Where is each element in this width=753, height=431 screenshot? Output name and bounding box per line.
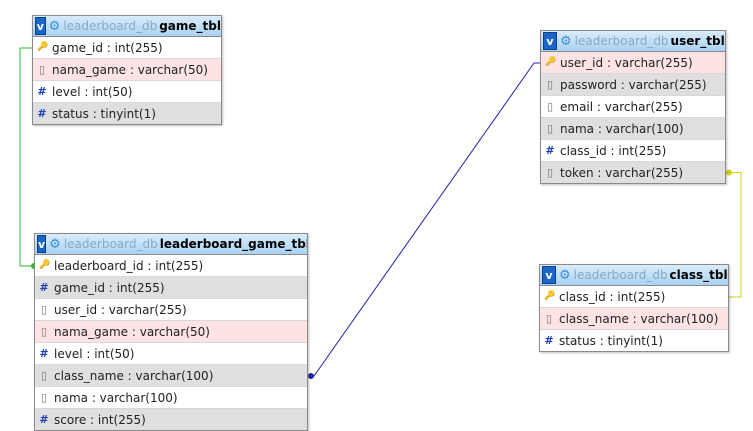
column-row[interactable]: ▯ class_name : varchar(100) bbox=[540, 308, 728, 330]
gear-icon[interactable]: ⚙ bbox=[49, 236, 61, 252]
column-row[interactable]: # class_id : int(255) bbox=[541, 140, 725, 162]
key-icon: 🔑 bbox=[39, 260, 51, 270]
column-label: nama : varchar(100) bbox=[560, 121, 684, 136]
gear-icon[interactable]: ⚙ bbox=[560, 33, 572, 49]
column-row[interactable]: ▯ nama : varchar(100) bbox=[35, 387, 307, 409]
column-label: class_name : varchar(100) bbox=[54, 368, 214, 383]
column-label: leaderboard_id : int(255) bbox=[54, 258, 204, 273]
column-label: token : varchar(255) bbox=[560, 165, 684, 180]
string-icon: ▯ bbox=[546, 166, 554, 179]
key-icon: 🔑 bbox=[37, 42, 49, 52]
hash-icon: # bbox=[544, 334, 554, 347]
column-row[interactable]: ▯ nama_game : varchar(50) bbox=[35, 321, 307, 343]
column-label: class_id : int(255) bbox=[559, 289, 666, 304]
collapse-toggle-icon[interactable]: v bbox=[35, 17, 46, 35]
table-name: user_tbl bbox=[670, 34, 725, 48]
relation-line bbox=[308, 62, 540, 377]
column-label: score : int(255) bbox=[54, 412, 146, 427]
column-label: level : int(50) bbox=[52, 84, 133, 99]
column-row[interactable]: 🔑leaderboard_id : int(255) bbox=[35, 255, 307, 277]
string-icon: ▯ bbox=[40, 325, 48, 338]
string-icon: ▯ bbox=[40, 391, 48, 404]
column-label: status : tinyint(1) bbox=[559, 333, 663, 348]
column-row[interactable]: 🔑game_id : int(255) bbox=[33, 37, 221, 59]
column-row[interactable]: ▯ password : varchar(255) bbox=[541, 74, 725, 96]
string-icon: ▯ bbox=[546, 100, 554, 113]
hash-icon: # bbox=[37, 107, 47, 120]
column-row[interactable]: ▯ email : varchar(255) bbox=[541, 96, 725, 118]
column-row[interactable]: # status : tinyint(1) bbox=[33, 103, 221, 124]
column-row[interactable]: 🔑user_id : varchar(255) bbox=[541, 52, 725, 74]
column-row[interactable]: ▯ token : varchar(255) bbox=[541, 162, 725, 183]
collapse-toggle-icon[interactable]: v bbox=[37, 235, 47, 253]
table-name: game_tbl bbox=[159, 19, 221, 33]
column-label: game_id : int(255) bbox=[54, 280, 165, 295]
string-icon: ▯ bbox=[545, 312, 553, 325]
string-icon: ▯ bbox=[546, 122, 554, 135]
column-label: level : int(50) bbox=[54, 346, 135, 361]
column-label: class_name : varchar(100) bbox=[559, 311, 719, 326]
column-label: user_id : varchar(255) bbox=[54, 302, 187, 317]
key-icon: 🔑 bbox=[544, 291, 556, 301]
hash-icon: # bbox=[39, 281, 49, 294]
collapse-toggle-icon[interactable]: v bbox=[543, 32, 557, 50]
string-icon: ▯ bbox=[40, 369, 48, 382]
column-row[interactable]: ▯ user_id : varchar(255) bbox=[35, 299, 307, 321]
string-icon: ▯ bbox=[38, 63, 46, 76]
column-label: nama : varchar(100) bbox=[54, 390, 178, 405]
column-row[interactable]: ▯ nama_game : varchar(50) bbox=[33, 59, 221, 81]
column-label: password : varchar(255) bbox=[560, 77, 707, 92]
column-label: user_id : varchar(255) bbox=[560, 55, 693, 70]
hash-icon: # bbox=[39, 413, 49, 426]
column-row[interactable]: # game_id : int(255) bbox=[35, 277, 307, 299]
database-name: leaderboard_db bbox=[63, 237, 158, 251]
column-row[interactable]: # level : int(50) bbox=[33, 81, 221, 103]
hash-icon: # bbox=[37, 85, 47, 98]
relation-endpoint bbox=[308, 373, 314, 379]
column-label: status : tinyint(1) bbox=[52, 106, 156, 121]
collapse-toggle-icon[interactable]: v bbox=[542, 266, 556, 284]
column-label: class_id : int(255) bbox=[560, 143, 667, 158]
column-row[interactable]: # level : int(50) bbox=[35, 343, 307, 365]
string-icon: ▯ bbox=[40, 303, 48, 316]
column-row[interactable]: 🔑class_id : int(255) bbox=[540, 286, 728, 308]
column-label: email : varchar(255) bbox=[560, 99, 683, 114]
column-row[interactable]: # status : tinyint(1) bbox=[540, 330, 728, 351]
database-name: leaderboard_db bbox=[574, 34, 669, 48]
database-name: leaderboard_db bbox=[573, 268, 668, 282]
string-icon: ▯ bbox=[546, 78, 554, 91]
column-label: nama_game : varchar(50) bbox=[52, 62, 208, 77]
column-label: game_id : int(255) bbox=[52, 40, 163, 55]
column-label: nama_game : varchar(50) bbox=[54, 324, 210, 339]
relation-endpoint bbox=[726, 169, 732, 176]
column-row[interactable]: # score : int(255) bbox=[35, 409, 307, 430]
column-row[interactable]: ▯ class_name : varchar(100) bbox=[35, 365, 307, 387]
key-icon: 🔑 bbox=[545, 57, 557, 67]
column-row[interactable]: ▯ nama : varchar(100) bbox=[541, 118, 725, 140]
table-name: leaderboard_game_tbl bbox=[159, 237, 307, 251]
gear-icon[interactable]: ⚙ bbox=[559, 267, 571, 283]
hash-icon: # bbox=[545, 144, 555, 157]
database-name: leaderboard_db bbox=[63, 19, 158, 33]
hash-icon: # bbox=[39, 347, 49, 360]
table-name: class_tbl bbox=[669, 268, 728, 282]
gear-icon[interactable]: ⚙ bbox=[48, 18, 61, 34]
